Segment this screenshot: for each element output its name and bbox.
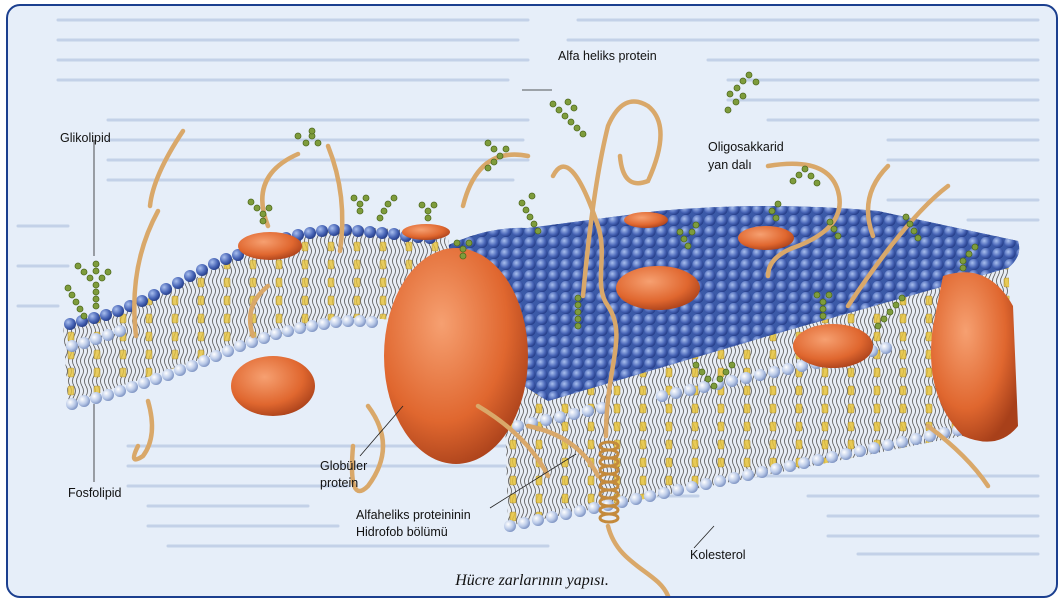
- figure-caption: Hücre zarlarının yapısı.: [8, 572, 1056, 590]
- label-glikolipid: Glikolipid: [60, 130, 111, 146]
- label-alfa-heliks-protein: Alfa heliks protein: [558, 48, 657, 64]
- label-alfaheliks-line1: Alfaheliks proteininin: [356, 507, 471, 523]
- label-globuler-line2: protein: [320, 475, 358, 491]
- label-globuler-line1: Globüler: [320, 458, 367, 474]
- label-oligosakkarid-line2: yan dalı: [708, 157, 752, 173]
- label-kolesterol: Kolesterol: [690, 547, 746, 563]
- cell-membrane-illustration: [8, 6, 1056, 596]
- label-oligosakkarid-line1: Oligosakkarid: [708, 139, 784, 155]
- label-alfaheliks-line2: Hidrofob bölümü: [356, 524, 448, 540]
- label-fosfolipid: Fosfolipid: [68, 485, 122, 501]
- figure-frame: Alfa heliks protein Glikolipid Oligosakk…: [6, 4, 1058, 598]
